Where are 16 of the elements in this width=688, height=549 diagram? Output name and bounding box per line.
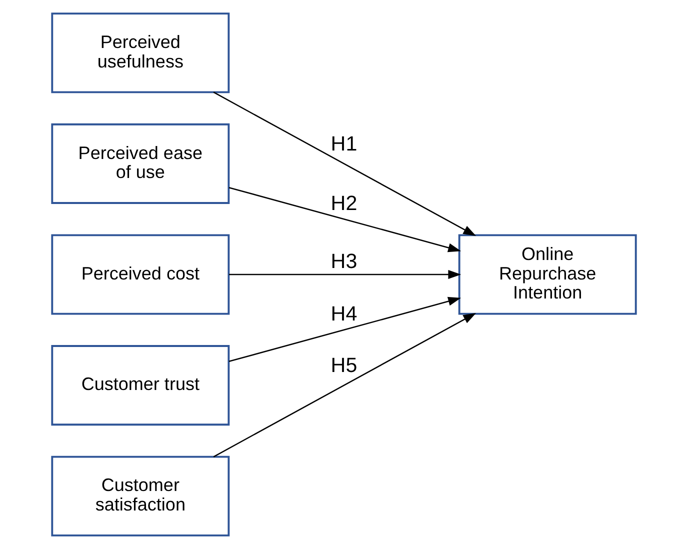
node-box: Customer satisfaction	[51, 456, 230, 536]
arrow	[228, 186, 462, 252]
arrow	[213, 312, 476, 458]
node-box: Perceived ease of use	[51, 123, 230, 204]
edge-label: H4	[330, 302, 358, 326]
node-box: Online Repurchase Intention	[458, 234, 637, 315]
edge-label: H5	[330, 354, 358, 378]
edge-label: H3	[330, 250, 358, 273]
edge-label: H1	[330, 132, 358, 156]
edge-label: H2	[330, 192, 358, 215]
arrow	[213, 92, 476, 236]
node-box: Customer trust	[51, 345, 230, 426]
node-box: Perceived usefulness	[51, 12, 230, 94]
arrow	[228, 296, 462, 362]
node-box: Perceived cost	[51, 234, 230, 315]
arrow	[229, 270, 462, 280]
